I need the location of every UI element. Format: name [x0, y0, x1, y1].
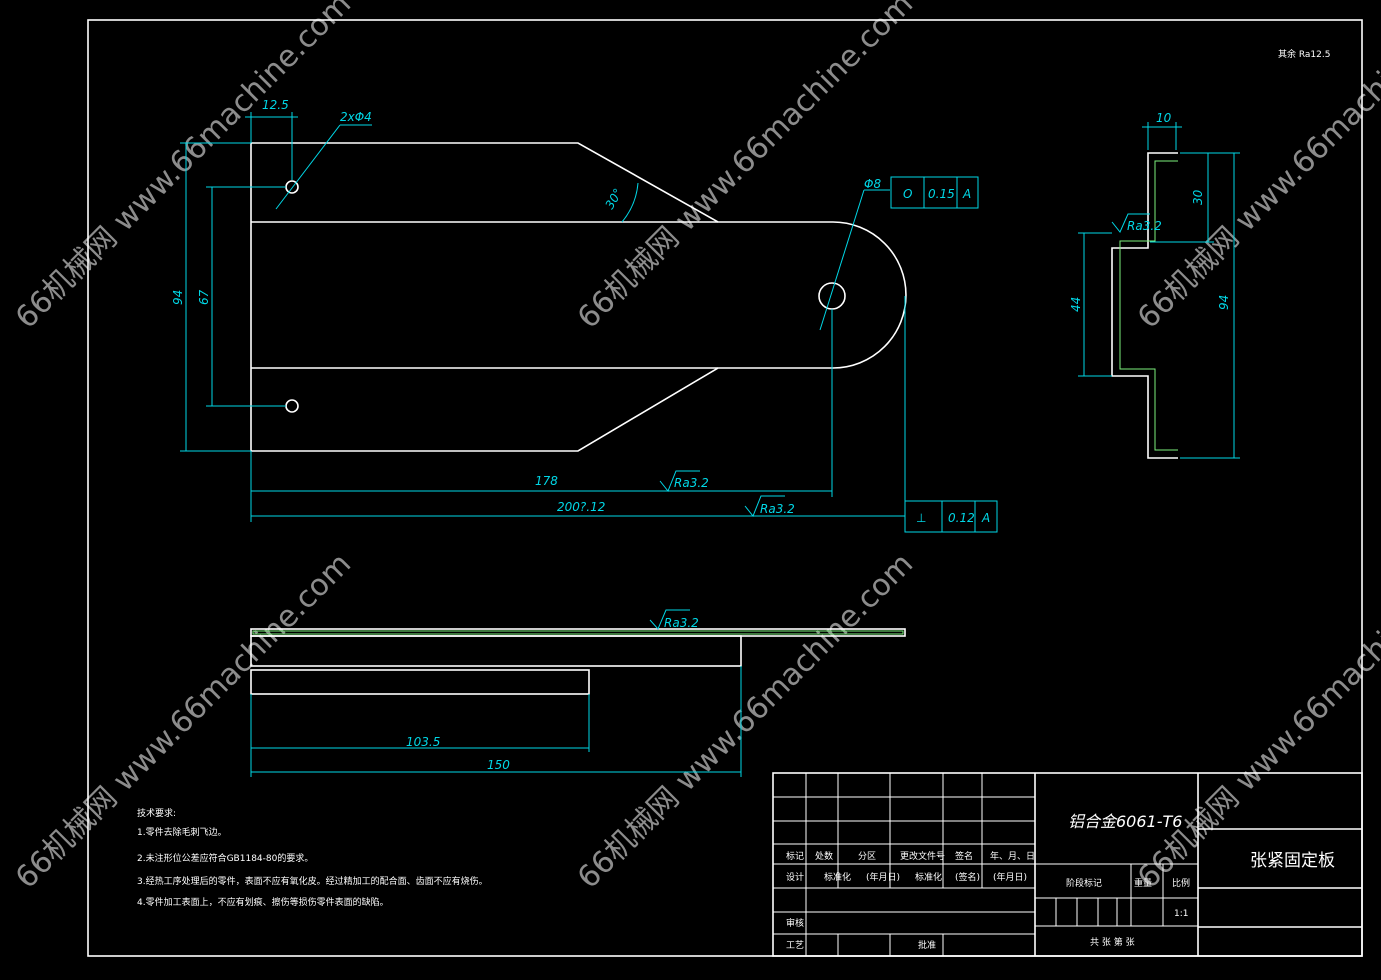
dim-103-5: 103.5 [406, 735, 440, 749]
tb-marks: 标记 [786, 850, 804, 862]
gdt-circ-datum: A [962, 187, 971, 201]
dim-angle: 30° [602, 186, 625, 211]
tb-ymd1: (年月日) [866, 871, 900, 883]
watermark: 66机械网 www.66machine.com [1131, 546, 1381, 895]
tb-approve: 批准 [918, 939, 936, 951]
side-dim-94: 94 [1217, 295, 1231, 310]
tech-item: 1.零件去除毛刺飞边。 [137, 826, 227, 838]
gdt-perp-value: 0.12 [948, 511, 975, 525]
tb-scale: 1:1 [1174, 909, 1188, 919]
tech-item: 3.经热工序处理后的零件，表面不应有氧化皮。经过精加工的配合面、齿面不应有烧伤。 [137, 875, 488, 887]
dim-150: 150 [487, 758, 510, 772]
dim-12-5: 12.5 [262, 98, 289, 112]
title-block: 标记 处数 分区 更改文件号 签名 年、月、日 设计 标准化 (年月日) 标准化… [772, 772, 1363, 957]
gdt-circ-symbol: O [903, 187, 912, 201]
dim-holes: 2xΦ4 [340, 110, 372, 124]
side-dim-30: 30 [1191, 189, 1205, 205]
dim-67: 67 [197, 289, 211, 305]
tech-item: 2.未注形位公差应符合GB1184-80的要求。 [137, 852, 313, 864]
tech-item: 4.零件加工表面上，不应有划痕、擦伤等损伤零件表面的缺陷。 [137, 896, 389, 908]
gdt-circ-value: 0.15 [928, 187, 955, 201]
tb-docno: 更改文件号 [900, 850, 945, 862]
tb-stage: 阶段标记 [1066, 877, 1102, 889]
dim-phi8: Φ8 [864, 177, 881, 191]
front-view [250, 142, 907, 452]
tb-date: 年、月、日 [990, 850, 1035, 862]
plan-view: Ra3.2 103.5 150 [250, 609, 906, 777]
sheet-border [87, 19, 1363, 957]
dim-94: 94 [171, 290, 185, 305]
tb-design: 设计 [786, 871, 804, 883]
tb-craft: 工艺 [786, 940, 804, 951]
tb-sign: 签名 [955, 850, 973, 862]
dim-178: 178 [535, 474, 558, 488]
roughness-note: 其余 Ra12.5 [1278, 48, 1330, 60]
watermark: 66机械网 www.66machine.com [9, 0, 358, 336]
side-ra: Ra3.2 [1127, 219, 1162, 233]
drawing-title: 张紧固定板 [1250, 851, 1335, 871]
tb-zone: 分区 [858, 851, 876, 862]
gdt-perp-symbol: ⊥ [916, 511, 926, 525]
tb-ymd2: (年月日) [993, 871, 1027, 883]
side-dim-10: 10 [1156, 111, 1172, 125]
ra-32-b: Ra3.2 [760, 502, 795, 516]
tb-sig: (签名) [955, 871, 980, 883]
watermark: 66机械网 www.66machine.com [1131, 0, 1381, 336]
hole-phi8 [818, 282, 846, 310]
gdt-perp-datum: A [981, 511, 990, 525]
tb-count: 处数 [815, 850, 833, 862]
side-view: 10 30 94 44 Ra3.2 [1069, 111, 1240, 459]
watermark: 66机械网 www.66machine.com [9, 546, 358, 895]
tb-std2: 标准化 [915, 871, 942, 883]
hole-bottom [285, 399, 299, 413]
tb-audit: 审核 [786, 917, 804, 929]
side-dim-44: 44 [1069, 297, 1083, 312]
watermarks: 66机械网 www.66machine.com 66机械网 www.66mach… [9, 0, 1381, 896]
dim-200: 200?.12 [557, 500, 605, 514]
ra-32-c: Ra3.2 [664, 616, 699, 630]
tb-std: 标准化 [824, 871, 851, 883]
material-label: 铝合金6061-T6 [1068, 812, 1182, 831]
tech-heading: 技术要求: [137, 807, 176, 819]
tb-weight: 重量 [1134, 877, 1152, 889]
tb-ratio: 比例 [1172, 877, 1190, 889]
technical-requirements: 技术要求: 1.零件去除毛刺飞边。 2.未注形位公差应符合GB1184-80的要… [137, 807, 488, 908]
watermark: 66机械网 www.66machine.com [571, 546, 920, 895]
ra-32-a: Ra3.2 [674, 476, 709, 490]
tb-sheets: 共 张 第 张 [1090, 936, 1135, 948]
